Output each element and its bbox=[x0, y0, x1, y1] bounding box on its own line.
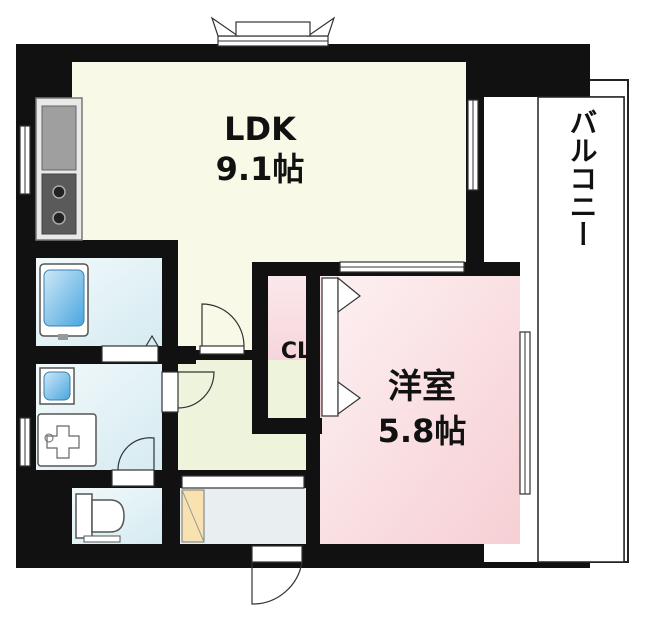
hallway-floor bbox=[176, 360, 306, 472]
western-label: 洋室 bbox=[388, 367, 456, 407]
washing-machine-pan bbox=[37, 413, 97, 467]
stove-burner bbox=[52, 185, 66, 199]
window-ldk-north bbox=[210, 16, 336, 47]
toilet-fixture bbox=[75, 493, 125, 543]
ldk-floor bbox=[72, 62, 466, 350]
balcony-label: バルコニー bbox=[566, 108, 599, 248]
ldk-size: 9.1帖 bbox=[216, 150, 305, 188]
door-entrance-hall bbox=[181, 475, 305, 489]
window-kitchen bbox=[19, 125, 31, 195]
stove-burner bbox=[52, 211, 66, 225]
bathtub bbox=[39, 263, 89, 340]
window-washroom bbox=[19, 417, 31, 467]
closet-label: CL bbox=[281, 339, 311, 364]
door-washroom bbox=[161, 371, 215, 413]
door-ldk bbox=[199, 303, 245, 355]
kitchen-counter bbox=[35, 97, 83, 241]
western-size: 5.8帖 bbox=[378, 412, 467, 450]
door-closet bbox=[321, 276, 362, 417]
window-western-east bbox=[519, 331, 531, 495]
interior-walls bbox=[20, 62, 520, 562]
shoe-cabinet bbox=[181, 489, 205, 543]
washbasin bbox=[39, 367, 75, 405]
western-room-floor bbox=[320, 274, 520, 544]
ldk-label: LDK bbox=[224, 110, 297, 148]
door-bath bbox=[101, 334, 159, 363]
door-toilet bbox=[111, 437, 155, 487]
sliding-door-western bbox=[339, 261, 465, 273]
door-entrance bbox=[251, 545, 303, 605]
window-ldk-east bbox=[467, 99, 479, 191]
